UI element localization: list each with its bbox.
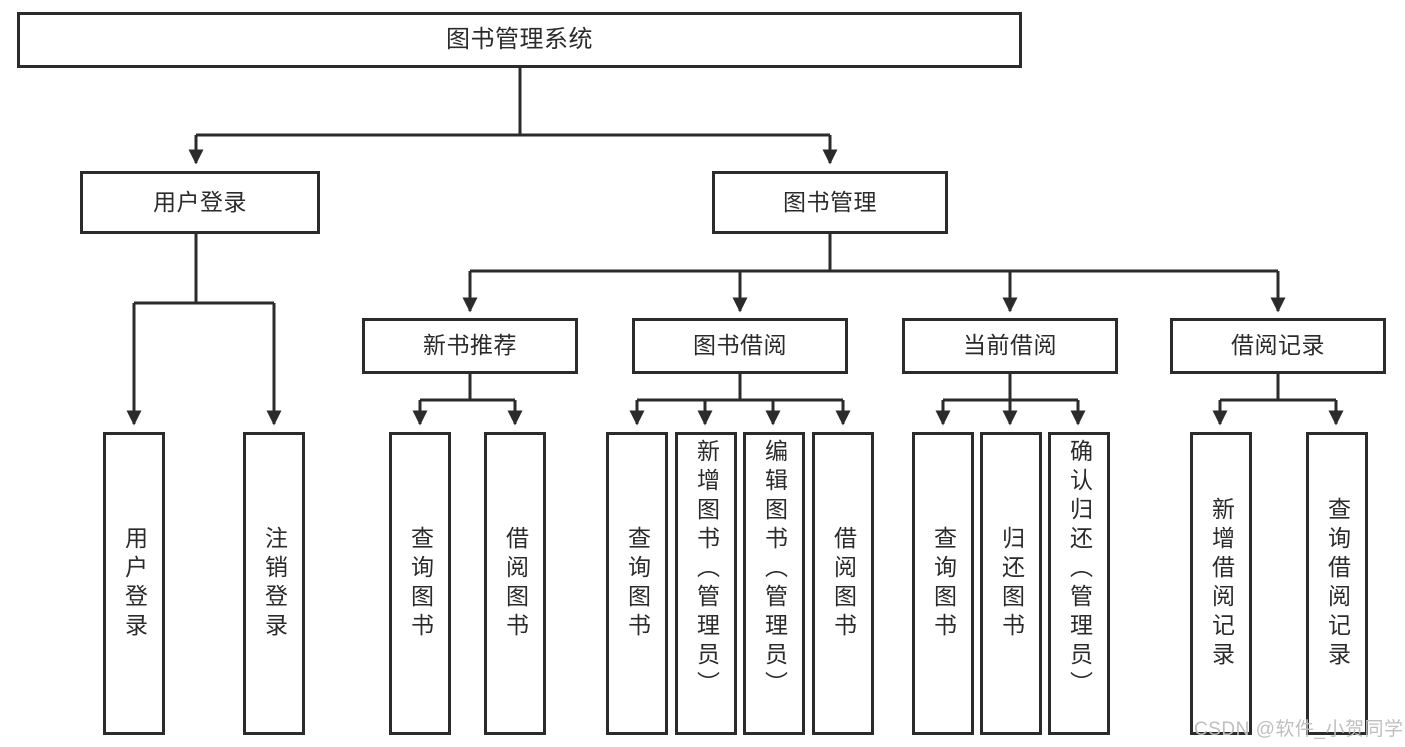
node-label: 新增借阅记录 [1208, 496, 1235, 671]
node-user-login[interactable]: 用户登录 [80, 171, 320, 234]
leaf-borrow-book-new-recommend[interactable]: 借阅图书 [484, 432, 546, 735]
node-book-management[interactable]: 图书管理 [712, 171, 948, 234]
node-label: 查询借阅记录 [1324, 496, 1351, 671]
leaf-add-borrow-record[interactable]: 新增借阅记录 [1190, 432, 1252, 735]
node-borrow-record[interactable]: 借阅记录 [1170, 318, 1386, 374]
node-label: 借阅图书 [502, 525, 529, 642]
leaf-borrow-book-borrow[interactable]: 借阅图书 [812, 432, 874, 735]
leaf-return-book[interactable]: 归还图书 [980, 432, 1042, 735]
node-label: 借阅图书 [830, 525, 857, 642]
leaf-query-book-new-recommend[interactable]: 查询图书 [389, 432, 451, 735]
watermark: CSDN @软件_小贺同学 [1194, 719, 1404, 740]
leaf-query-book-borrow[interactable]: 查询图书 [606, 432, 668, 735]
node-label: 新增图书（管理员） [693, 439, 720, 700]
node-current-borrow[interactable]: 当前借阅 [902, 318, 1118, 374]
node-label: 借阅记录 [1231, 332, 1325, 359]
leaf-logout-login[interactable]: 注销登录 [243, 432, 305, 735]
node-label: 新书推荐 [423, 332, 517, 359]
node-label: 图书管理 [783, 188, 877, 215]
node-label: 图书管理系统 [446, 25, 593, 53]
leaf-confirm-return-admin[interactable]: 确认归还（管理员） [1048, 432, 1110, 735]
leaf-query-book-current[interactable]: 查询图书 [912, 432, 974, 735]
node-root-book-management-system[interactable]: 图书管理系统 [17, 12, 1022, 68]
node-label: 图书借阅 [693, 332, 787, 359]
node-label: 查询图书 [930, 525, 957, 642]
node-book-borrow[interactable]: 图书借阅 [632, 318, 848, 374]
leaf-edit-book-admin[interactable]: 编辑图书（管理员） [743, 432, 805, 735]
node-label: 确认归还（管理员） [1066, 439, 1093, 700]
node-label: 查询图书 [624, 525, 651, 642]
leaf-query-borrow-record[interactable]: 查询借阅记录 [1306, 432, 1368, 735]
node-label: 注销登录 [261, 525, 288, 642]
node-label: 当前借阅 [963, 332, 1057, 359]
node-label: 编辑图书（管理员） [761, 439, 788, 700]
node-label: 用户登录 [121, 525, 148, 642]
leaf-add-book-admin[interactable]: 新增图书（管理员） [675, 432, 737, 735]
node-new-book-recommend[interactable]: 新书推荐 [362, 318, 578, 374]
node-label: 用户登录 [153, 188, 247, 215]
leaf-user-login[interactable]: 用户登录 [103, 432, 165, 735]
node-label: 查询图书 [407, 525, 434, 642]
node-label: 归还图书 [998, 525, 1025, 642]
